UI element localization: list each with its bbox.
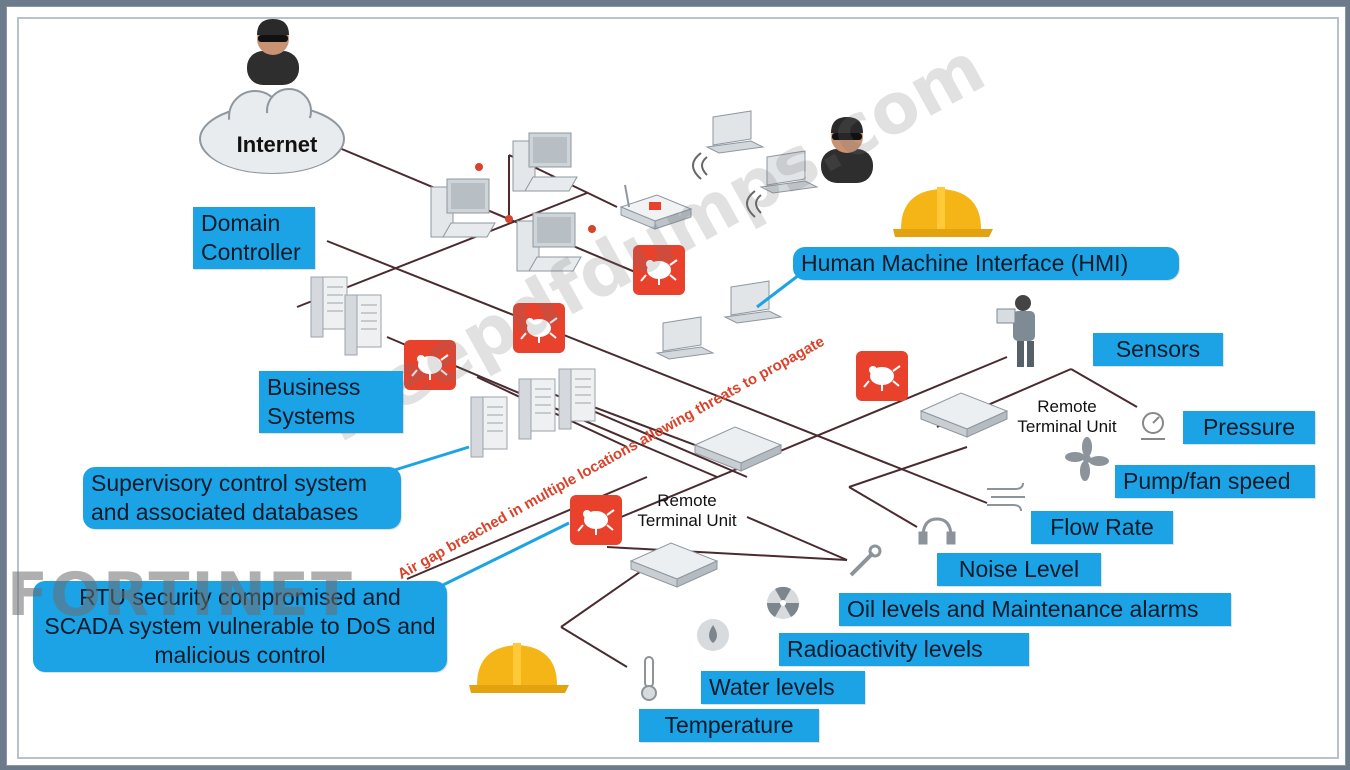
- wrench-icon: [849, 544, 882, 577]
- headphones-icon: [918, 517, 956, 545]
- fan-icon: [1065, 437, 1109, 481]
- radioactivity-levels-label: Radioactivity levels: [779, 633, 1029, 666]
- computer-icon: [430, 178, 496, 238]
- water-levels-label: Water levels: [701, 671, 865, 704]
- hacker-icon: [247, 19, 299, 85]
- rtu-label-left: Remote Terminal Unit: [637, 491, 737, 530]
- business-systems-label: Business Systems: [259, 371, 403, 433]
- server-icon: [344, 294, 382, 356]
- network-diagram: [199, 19, 1165, 701]
- operator-icon: [996, 295, 1035, 367]
- rtu-label-right: Remote Terminal Unit: [1017, 397, 1117, 436]
- laptop-icon: [724, 280, 782, 324]
- diagram-inner-border: [17, 17, 1339, 759]
- temperature-label: Temperature: [639, 709, 819, 742]
- server-icon: [518, 378, 556, 440]
- thermometer-icon: [641, 656, 657, 701]
- server-icon: [310, 276, 348, 338]
- domain-controller-label: Domain Controller: [193, 207, 315, 269]
- laptop-icon: [656, 316, 714, 360]
- oil-levels-label: Oil levels and Maintenance alarms: [839, 593, 1231, 626]
- switch-icon: [694, 426, 782, 472]
- hmi-label: Human Machine Interface (HMI): [793, 247, 1179, 280]
- server-icon: [558, 368, 596, 430]
- hard-hat-icon: [469, 643, 569, 693]
- router-icon: [619, 184, 693, 230]
- callout-lines: [384, 273, 800, 587]
- sensors-label: Sensors: [1093, 333, 1223, 366]
- rtu-compromised-label: RTU security compromised and SCADA syste…: [33, 581, 447, 672]
- internet-label: Internet: [236, 132, 318, 157]
- cloud-icon: [199, 88, 345, 174]
- pump-fan-speed-label: Pump/fan speed: [1115, 465, 1315, 498]
- fortinet-logo: FORTINET: [7, 560, 354, 630]
- hard-hat-icon: [893, 187, 993, 237]
- threat-icon: [569, 494, 623, 546]
- wind-icon: [987, 482, 1025, 512]
- gauge-icon: [1141, 412, 1165, 440]
- radiation-icon: [766, 586, 800, 619]
- supervisory-control-label: Supervisory control system and associate…: [83, 467, 401, 529]
- rtu-box-icon: [920, 392, 1008, 438]
- connection-dots: [475, 163, 596, 233]
- pressure-label: Pressure: [1183, 411, 1315, 444]
- diagram-frame: freepdfdumps.com Air gap breached in mul…: [6, 6, 1346, 766]
- noise-level-label: Noise Level: [937, 553, 1101, 586]
- computer-icon: [512, 132, 578, 192]
- water-drop-icon: [697, 619, 729, 651]
- threat-icon: [855, 350, 909, 402]
- flow-rate-label: Flow Rate: [1031, 511, 1173, 544]
- server-icon: [470, 396, 508, 458]
- wifi-icon: [692, 152, 762, 218]
